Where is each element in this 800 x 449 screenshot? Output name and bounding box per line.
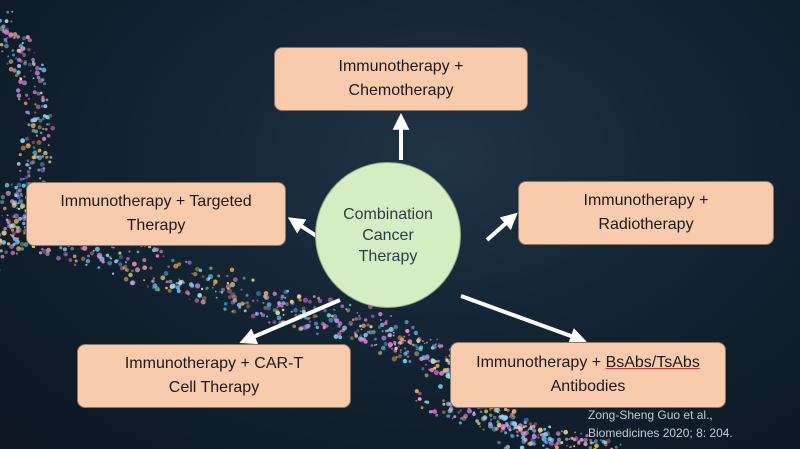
arrow-to-targeted	[287, 217, 320, 239]
citation: Zong-Sheng Guo et al., Biomedicines 2020…	[588, 406, 788, 442]
box-radio-line2: Radiotherapy	[598, 216, 694, 233]
arrow-to-bsabs	[460, 294, 587, 344]
box-immunotherapy-car-t: Immunotherapy + CAR-T Cell Therapy	[77, 344, 351, 408]
box-chemo-line1: Immunotherapy +	[338, 58, 464, 75]
box-targeted-line2: Therapy	[126, 217, 186, 234]
box-targeted-line1: Immunotherapy + Targeted	[60, 193, 252, 210]
box-radio-line1: Immunotherapy +	[583, 192, 709, 209]
box-cart-line1: Immunotherapy + CAR-T	[124, 355, 304, 372]
center-combination-therapy: Combination Cancer Therapy	[315, 162, 461, 308]
center-line2: Cancer	[362, 226, 414, 244]
arrow-to-radiotherapy	[485, 212, 518, 242]
box-immunotherapy-radiotherapy: Immunotherapy + Radiotherapy	[518, 181, 774, 245]
citation-line2: Biomedicines 2020; 8: 204.	[588, 426, 733, 440]
center-line3: Therapy	[358, 247, 418, 265]
box-immunotherapy-chemotherapy: Immunotherapy + Chemotherapy	[274, 47, 528, 111]
box-immunotherapy-targeted-therapy: Immunotherapy + Targeted Therapy	[26, 182, 286, 246]
box-bsabs-underlined: BsAbs/TsAbs	[605, 354, 700, 371]
box-cart-line2: Cell Therapy	[168, 379, 260, 396]
box-bsabs-prefix: Immunotherapy +	[476, 354, 606, 371]
box-chemo-line2: Chemotherapy	[348, 82, 454, 99]
citation-line1: Zong-Sheng Guo et al.,	[588, 408, 713, 422]
arrow-to-car-t	[239, 298, 341, 345]
box-immunotherapy-bsabs-tsabs: Immunotherapy + BsAbs/TsAbs Antibodies	[450, 342, 726, 408]
box-bsabs-line1: Immunotherapy + BsAbs/TsAbs	[476, 351, 700, 375]
box-bsabs-line2: Antibodies	[550, 378, 626, 395]
center-line1: Combination	[343, 205, 433, 223]
